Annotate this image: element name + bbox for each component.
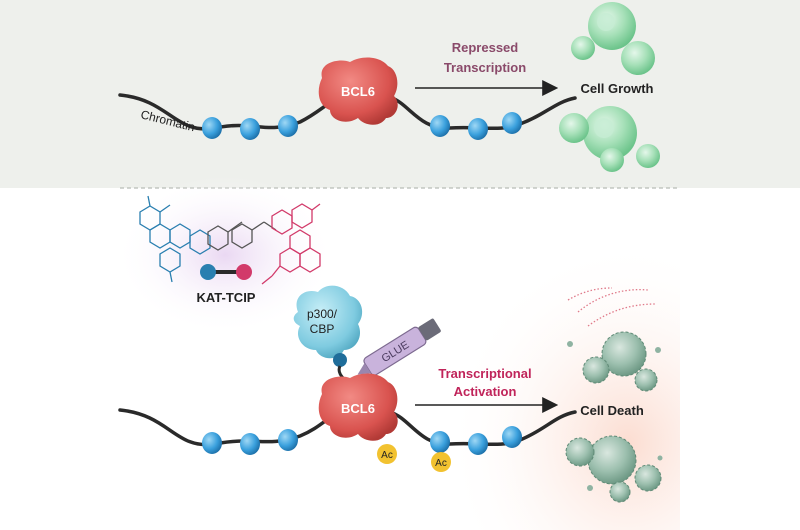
dying-cells xyxy=(565,331,663,503)
cell-debris xyxy=(587,485,593,491)
repressed-label-line1: Repressed xyxy=(452,40,519,55)
top-panel-background xyxy=(0,0,800,188)
signal-arcs xyxy=(567,287,657,327)
molecule-glow xyxy=(115,175,335,335)
acetyl-label: Ac xyxy=(435,458,447,469)
acetyl-mark: Ac xyxy=(431,452,451,472)
acetyl-label: Ac xyxy=(381,450,393,461)
nucleosome xyxy=(430,115,450,137)
healthy-cell xyxy=(621,41,655,75)
healthy-cell-nucleus xyxy=(597,13,615,31)
dying-cell xyxy=(634,464,662,492)
nucleosome xyxy=(468,118,488,140)
nucleosome xyxy=(430,431,450,453)
kat-tcip-label: KAT-TCIP xyxy=(197,290,256,305)
nucleosome xyxy=(240,433,260,455)
p300-label-line1: p300/ xyxy=(307,307,338,321)
acetyl-mark: Ac xyxy=(377,444,397,464)
dying-cell xyxy=(582,356,610,384)
healthy-cells xyxy=(559,2,660,172)
nucleosome xyxy=(468,433,488,455)
p300-cbp-protein: p300/ CBP xyxy=(293,285,363,359)
bcl6-label-top: BCL6 xyxy=(341,84,375,99)
nucleosome xyxy=(278,115,298,137)
activation-label-line2: Activation xyxy=(454,384,517,399)
bcl6-protein-bottom: BCL6 xyxy=(318,373,398,441)
healthy-cell xyxy=(571,36,595,60)
nucleosome xyxy=(240,118,260,140)
healthy-cell xyxy=(559,113,589,143)
p300-label-line2: CBP xyxy=(310,322,335,336)
dying-cell xyxy=(634,368,658,392)
healthy-cell xyxy=(636,144,660,168)
dying-cell xyxy=(565,437,595,467)
nucleosome-group-bottom xyxy=(202,426,522,455)
molecule-dumbbell-icon xyxy=(200,264,252,280)
cell-debris xyxy=(657,455,663,461)
nucleosome xyxy=(202,432,222,454)
nucleosome xyxy=(202,117,222,139)
healthy-cell xyxy=(600,148,624,172)
bcl6-protein-top: BCL6 xyxy=(318,57,398,125)
cell-debris xyxy=(567,341,573,347)
bcl6-label-bottom: BCL6 xyxy=(341,401,375,416)
dying-cell xyxy=(609,481,631,503)
dying-cell xyxy=(587,435,637,485)
nucleosome-group-top xyxy=(202,112,522,140)
cell-debris xyxy=(655,347,661,353)
healthy-cell-nucleus xyxy=(594,118,614,138)
repressed-label-line2: Transcription xyxy=(444,60,526,75)
kat-tcip-structure xyxy=(139,195,321,285)
nucleosome xyxy=(502,426,522,448)
cell-death-label: Cell Death xyxy=(580,403,644,418)
activation-label-line1: Transcriptional xyxy=(438,366,531,381)
nucleosome xyxy=(278,429,298,451)
nucleosome xyxy=(502,112,522,134)
cell-growth-label: Cell Growth xyxy=(581,81,654,96)
dying-cell xyxy=(601,331,647,377)
